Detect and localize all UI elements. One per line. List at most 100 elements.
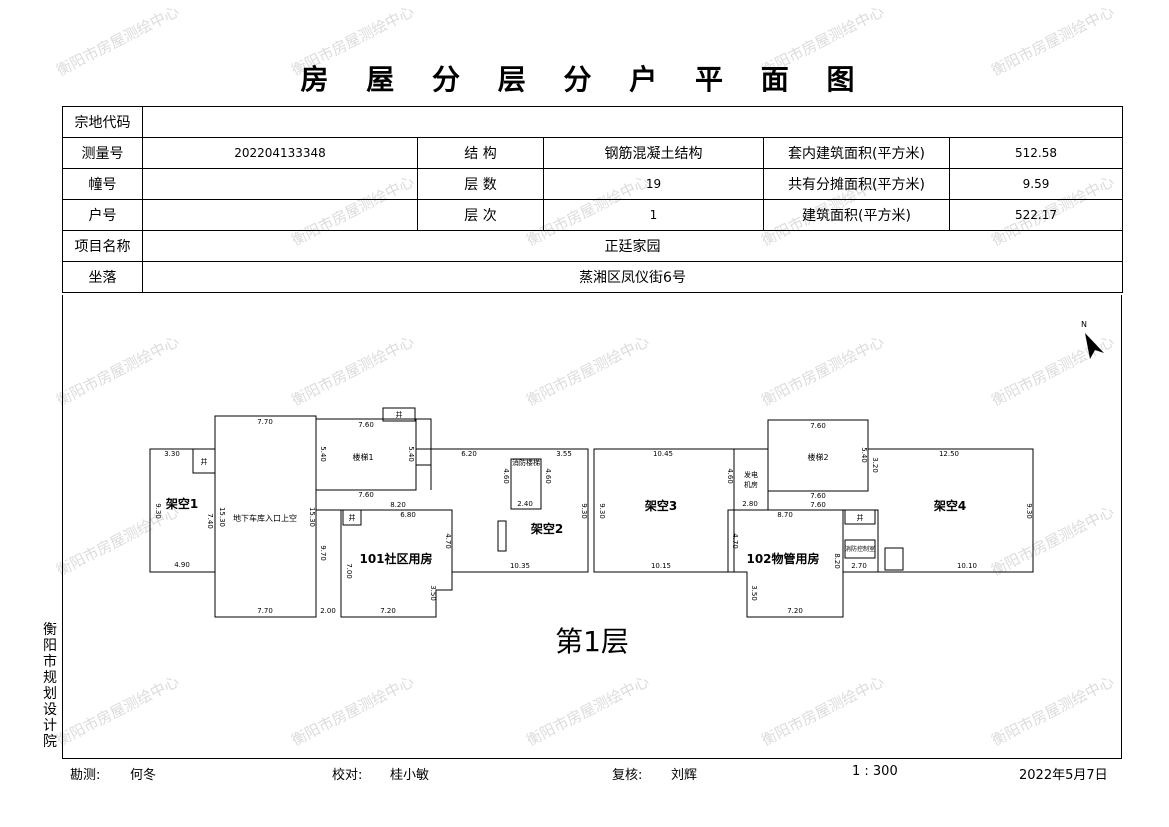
floor-label: 第1层	[555, 625, 629, 658]
jianzhu-value: 522.17	[948, 199, 1124, 231]
room-label-jing: 井	[349, 513, 356, 522]
dim-label: 7.60	[810, 422, 826, 430]
dim-label: 3.30	[164, 450, 180, 458]
dim-label: 5.40	[860, 447, 868, 463]
dim-label: 7.70	[257, 607, 273, 615]
side-char: 设	[43, 702, 57, 718]
dim-label: 7.60	[358, 491, 374, 499]
dim-label: 3.20	[871, 457, 879, 473]
zuoluo-value: 蒸湘区凤仪街6号	[141, 261, 1124, 293]
hu-label: 户号	[62, 199, 143, 231]
table-row: 项目名称 正廷家园	[62, 230, 1124, 262]
dim-label: 4.70	[444, 533, 452, 549]
dim-label: 6.20	[461, 450, 477, 458]
side-char: 规	[43, 670, 57, 686]
side-char: 院	[43, 734, 57, 750]
cengshu-value: 19	[543, 168, 764, 200]
jing-outline	[497, 520, 507, 552]
dim-label: 4.70	[731, 533, 739, 549]
taonei-label: 套内建筑面积(平方米)	[763, 137, 950, 169]
celiang-value: 202204133348	[142, 137, 418, 169]
celiang-label: 测量号	[62, 137, 143, 169]
dim-label: 4.60	[726, 468, 734, 484]
side-char: 阳	[43, 638, 57, 654]
zhuang-value	[142, 168, 418, 200]
dim-label: 7.70	[257, 418, 273, 426]
shequ-outline	[315, 490, 453, 618]
dim-label: 9.30	[580, 503, 588, 519]
jianzhu-label: 建筑面积(平方米)	[763, 199, 950, 231]
zongdi-label: 宗地代码	[62, 106, 143, 138]
dim-label: 2.40	[517, 500, 533, 508]
north-arrow-icon: N	[1081, 320, 1104, 359]
room-label-jiakong3: 架空3	[644, 498, 677, 513]
page-title: 房 屋 分 层 分 户 平 面 图	[300, 63, 869, 96]
dim-label: 7.60	[358, 421, 374, 429]
jiaodui-name: 桂小敏	[390, 768, 430, 783]
dim-label: 9.30	[1025, 503, 1033, 519]
dim-label: 15.30	[218, 507, 226, 527]
property-info-table: 宗地代码 测量号 202204133348 结 构 钢筋混凝土结构 套内建筑面积…	[62, 106, 1124, 293]
side-char: 市	[43, 654, 57, 670]
room-label-wuguan: 102物管用房	[746, 551, 819, 566]
cengci-value: 1	[543, 199, 764, 231]
dim-label: 15.30	[308, 507, 316, 527]
dim-label: 8.20	[390, 501, 406, 509]
louti2-outline	[767, 419, 869, 492]
room-label-shequ: 101社区用房	[359, 551, 432, 566]
jiakong2-outline	[416, 448, 589, 573]
dim-label: 8.20	[833, 553, 841, 569]
room-label-fadian2: 机房	[744, 480, 758, 489]
zuoluo-label: 坐落	[62, 261, 143, 293]
room-label-jiakong4: 架空4	[933, 498, 966, 513]
table-row: 坐落 蒸湘区凤仪街6号	[62, 261, 1124, 293]
dim-label: 4.90	[174, 561, 190, 569]
kance-label: 勘测:	[70, 768, 101, 783]
xiangmu-label: 项目名称	[62, 230, 143, 262]
dim-label: 8.70	[777, 511, 793, 519]
jing-outline	[342, 509, 362, 526]
side-char: 计	[43, 718, 57, 734]
jing-outline	[415, 418, 432, 466]
room-label-jing: 井	[857, 513, 864, 522]
jiegou-value: 钢筋混凝土结构	[543, 137, 764, 169]
dim-label: 9.70	[319, 545, 327, 561]
room-label-fadian1: 发电	[744, 470, 758, 479]
jing-outline	[382, 407, 416, 422]
room-label-louti1: 楼梯1	[352, 452, 373, 462]
kance-name: 何冬	[130, 768, 157, 783]
dim-label: 7.60	[810, 492, 826, 500]
dim-label: 10.10	[957, 562, 977, 570]
hu-value	[142, 199, 418, 231]
room-label-louti2: 楼梯2	[807, 452, 828, 462]
dim-label: 7.60	[810, 501, 826, 509]
jing-outline	[844, 509, 876, 525]
dim-label: 10.35	[510, 562, 530, 570]
zongdi-value	[141, 106, 1124, 138]
xiangmu-value: 正廷家园	[141, 230, 1124, 262]
side-char: 衡	[43, 622, 57, 638]
dim-label: 4.60	[502, 468, 510, 484]
table-row: 幢号 层 数 19 共有分摊面积(平方米) 9.59	[62, 168, 1124, 200]
dim-label: 6.80	[400, 511, 416, 519]
table-row: 户号 层 次 1 建筑面积(平方米) 522.17	[62, 199, 1124, 231]
dim-label: 2.80	[742, 500, 758, 508]
cengshu-label: 层 数	[417, 168, 544, 200]
jiegou-label: 结 构	[417, 137, 544, 169]
wuguan-outline	[727, 509, 844, 618]
table-row: 测量号 202204133348 结 构 钢筋混凝土结构 套内建筑面积(平方米)…	[62, 137, 1124, 169]
room-label-jiakong1: 架空1	[165, 496, 198, 511]
north-label: N	[1081, 320, 1087, 329]
dim-label: 3.55	[556, 450, 572, 458]
dim-label: 9.30	[154, 503, 162, 519]
scale: 1 : 300	[852, 764, 898, 779]
fuhe-label: 复核:	[612, 768, 643, 783]
dim-label: 7.00	[345, 563, 353, 579]
taonei-value: 512.58	[948, 137, 1124, 169]
xiaofang-outline	[510, 458, 542, 510]
institute-name: 衡 阳 市 规 划 设 计 院	[40, 622, 60, 750]
dim-label: 7.40	[206, 513, 214, 529]
dim-label: 7.20	[380, 607, 396, 615]
jiaodui-label: 校对:	[332, 768, 363, 783]
kongzhi-outline	[844, 539, 876, 559]
